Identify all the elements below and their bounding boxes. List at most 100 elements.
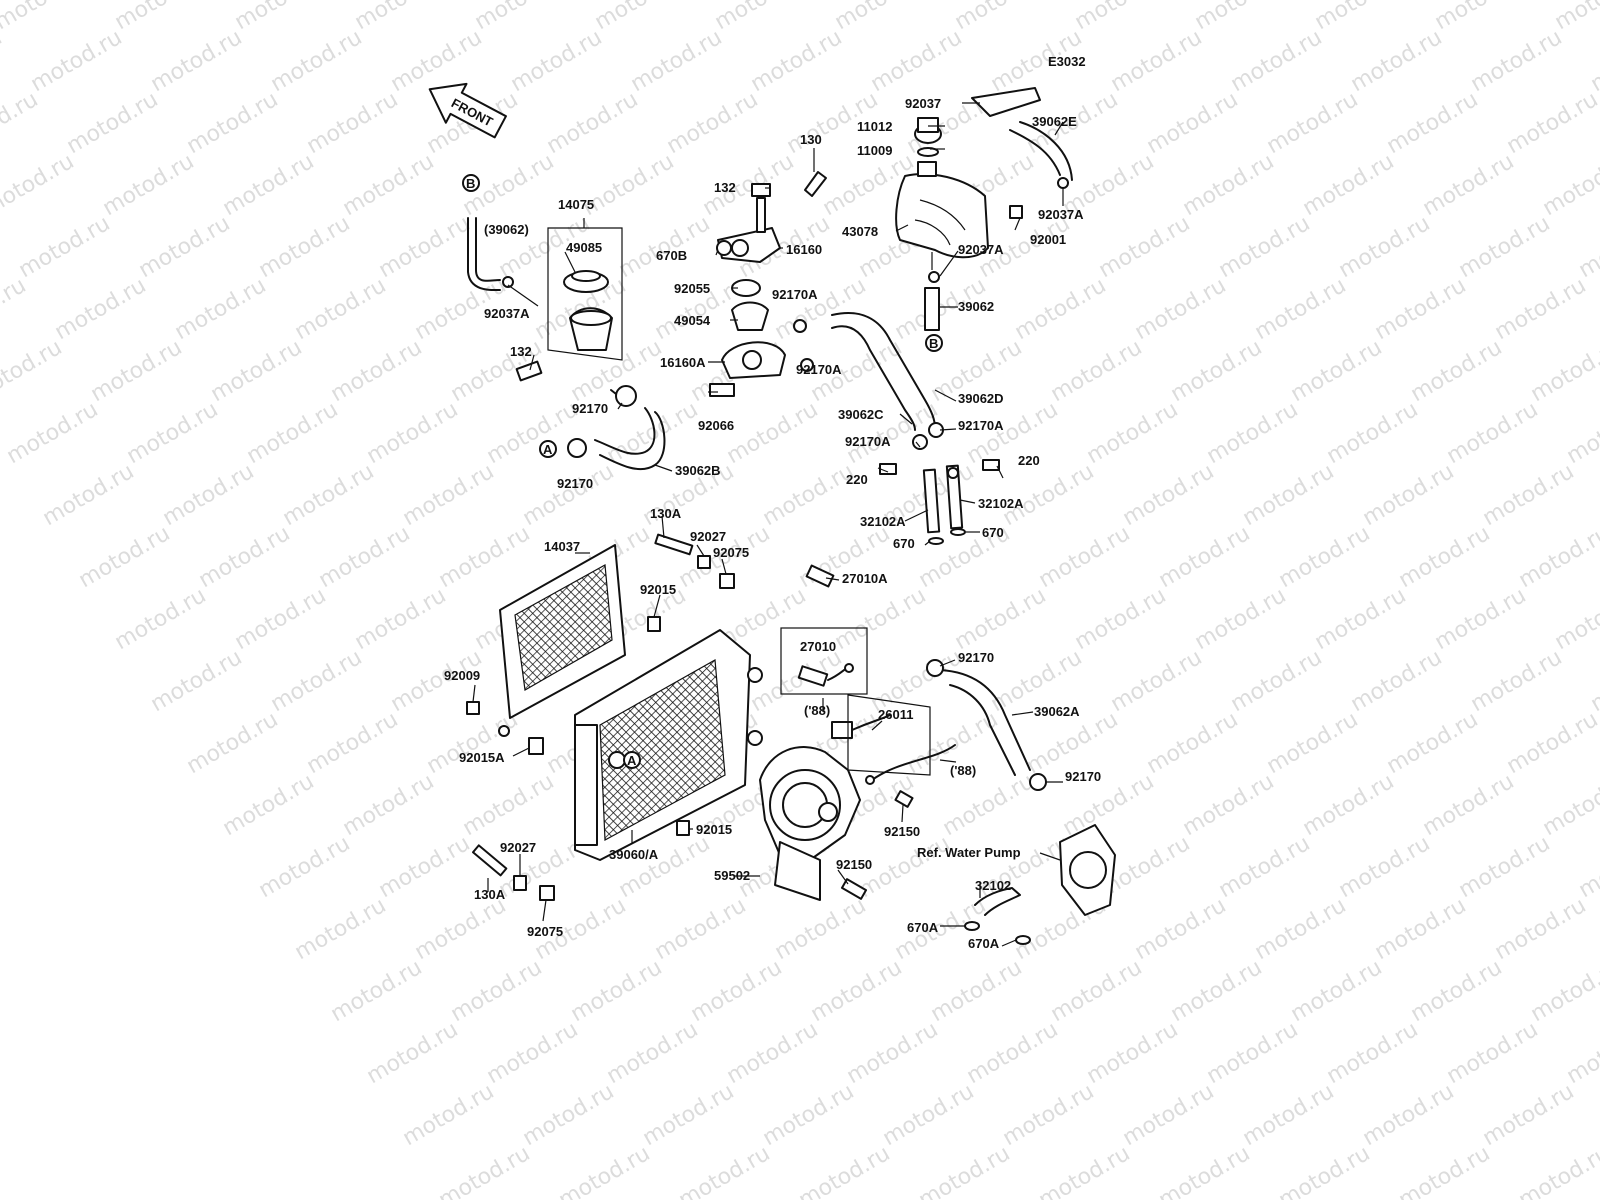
watermark-text: motod.ru bbox=[1083, 397, 1183, 469]
watermark-text: motod.ru bbox=[1467, 645, 1567, 717]
watermark-text: motod.ru bbox=[243, 397, 343, 469]
label-27010a: 27010A bbox=[842, 571, 888, 586]
watermark-text: motod.ru bbox=[1143, 87, 1243, 159]
watermark-text: motod.ru bbox=[1563, 1017, 1600, 1089]
watermark-text: motod.ru bbox=[0, 335, 66, 407]
watermark-text: motod.ru bbox=[0, 25, 6, 97]
watermark-text: motod.ru bbox=[1527, 335, 1600, 407]
watermark-text: motod.ru bbox=[1515, 521, 1600, 593]
watermark-text: motod.ru bbox=[27, 25, 127, 97]
watermark-text: motod.ru bbox=[1203, 1017, 1303, 1089]
label-92170a-3: 92170A bbox=[958, 418, 1004, 433]
watermark-text: motod.ru bbox=[795, 1141, 895, 1200]
watermark-text: motod.ru bbox=[963, 1017, 1063, 1089]
radiator-assembly bbox=[466, 533, 763, 901]
callout-b-top: B bbox=[462, 174, 480, 192]
label-670a-a: 670A bbox=[907, 920, 939, 935]
watermark-text: motod.ru bbox=[1107, 645, 1207, 717]
watermark-text: motod.ru bbox=[1335, 211, 1435, 283]
watermark-text: motod.ru bbox=[1239, 1079, 1339, 1151]
watermark-text: motod.ru bbox=[1407, 955, 1507, 1027]
watermark-text: motod.ru bbox=[111, 583, 211, 655]
label-92170-a: 92170 bbox=[557, 476, 593, 491]
watermark-text: motod.ru bbox=[771, 273, 871, 345]
callout-a-radiator: A bbox=[623, 751, 641, 769]
watermark-text: motod.ru bbox=[1587, 25, 1600, 97]
label-92015a: 92015A bbox=[459, 750, 505, 765]
label-11012: 11012 bbox=[857, 119, 892, 134]
watermark-text: motod.ru bbox=[603, 1017, 703, 1089]
watermark-text: motod.ru bbox=[0, 149, 78, 221]
watermark-text: motod.ru bbox=[1323, 1017, 1423, 1089]
label-39062-tank: 39062 bbox=[958, 299, 994, 314]
watermark-text: motod.ru bbox=[447, 955, 547, 1027]
label-92170a-2: 92170A bbox=[796, 362, 842, 377]
watermark-text: motod.ru bbox=[1575, 831, 1600, 903]
watermark-text: motod.ru bbox=[1479, 1079, 1579, 1151]
label-14075: 14075 bbox=[558, 197, 594, 212]
label-39062e: 39062E bbox=[1032, 114, 1077, 129]
water-pump-cover bbox=[964, 824, 1116, 945]
watermark-text: motod.ru bbox=[339, 769, 439, 841]
watermark-text: motod.ru bbox=[939, 769, 1039, 841]
callout-a-left: A bbox=[539, 440, 557, 458]
watermark-text: motod.ru bbox=[1395, 1141, 1495, 1200]
watermark-text: motod.ru bbox=[663, 87, 763, 159]
label-49054: 49054 bbox=[674, 313, 711, 328]
watermark-text: motod.ru bbox=[375, 831, 475, 903]
watermark-text: motod.ru bbox=[567, 955, 667, 1027]
label-59502: 59502 bbox=[714, 868, 750, 883]
watermark-text: motod.ru bbox=[999, 1079, 1099, 1151]
watermark-text: motod.ru bbox=[1455, 831, 1555, 903]
watermark-text: motod.ru bbox=[1563, 397, 1600, 469]
watermark-text: motod.ru bbox=[1047, 955, 1147, 1027]
watermark-text: motod.ru bbox=[351, 0, 451, 35]
watermark-text: motod.ru bbox=[759, 1079, 859, 1151]
watermark-text: motod.ru bbox=[147, 25, 247, 97]
watermark-text: motod.ru bbox=[651, 893, 751, 965]
watermark-text: motod.ru bbox=[507, 25, 607, 97]
watermark-text: motod.ru bbox=[1263, 87, 1363, 159]
watermark-text: motod.ru bbox=[399, 459, 499, 531]
watermark-text: motod.ru bbox=[63, 87, 163, 159]
watermark-text: motod.ru bbox=[1035, 521, 1135, 593]
watermark-text: motod.ru bbox=[1347, 645, 1447, 717]
watermark-text: motod.ru bbox=[543, 87, 643, 159]
label-32102a-left: 32102A bbox=[860, 514, 906, 529]
watermark-text: motod.ru bbox=[111, 0, 211, 35]
label-92170-hose: 92170 bbox=[958, 650, 994, 665]
watermark-text: motod.ru bbox=[951, 0, 1051, 35]
cooling-fan-assembly bbox=[759, 694, 956, 901]
watermark-text: motod.ru bbox=[1383, 87, 1483, 159]
watermark-text: motod.ru bbox=[411, 893, 511, 965]
watermark-text: motod.ru bbox=[1527, 955, 1600, 1027]
watermark-text: motod.ru bbox=[351, 583, 451, 655]
watermark-text: motod.ru bbox=[1419, 149, 1519, 221]
watermark-text: motod.ru bbox=[339, 149, 439, 221]
watermark-text: motod.ru bbox=[39, 459, 139, 531]
watermark-text: motod.ru bbox=[1203, 397, 1303, 469]
watermark-text: motod.ru bbox=[1587, 645, 1600, 717]
watermark-text: motod.ru bbox=[1287, 335, 1387, 407]
watermark-text: motod.ru bbox=[1155, 521, 1255, 593]
watermark-text: motod.ru bbox=[171, 273, 271, 345]
label-92037a-tank: 92037A bbox=[1038, 207, 1084, 222]
watermark-text: motod.ru bbox=[327, 335, 427, 407]
watermark-text: motod.ru bbox=[15, 211, 115, 283]
watermark-text: motod.ru bbox=[951, 583, 1051, 655]
watermark-text: motod.ru bbox=[1431, 0, 1531, 35]
watermark-text: motod.ru bbox=[279, 459, 379, 531]
watermark-text: motod.ru bbox=[267, 25, 367, 97]
label-11009: 11009 bbox=[857, 143, 892, 158]
watermark-text: motod.ru bbox=[1191, 583, 1291, 655]
label-92170a-4: 92170A bbox=[845, 434, 891, 449]
figure-code: E3032 bbox=[1048, 54, 1086, 69]
watermark-text: motod.ru bbox=[123, 397, 223, 469]
watermark-text: motod.ru bbox=[1131, 893, 1231, 965]
svg-text:A: A bbox=[627, 753, 637, 768]
watermark-text: motod.ru bbox=[1071, 583, 1171, 655]
label-220-right: 220 bbox=[1018, 453, 1040, 468]
label-88-b: ('88) bbox=[950, 763, 976, 778]
watermark-text: motod.ru bbox=[1431, 583, 1531, 655]
